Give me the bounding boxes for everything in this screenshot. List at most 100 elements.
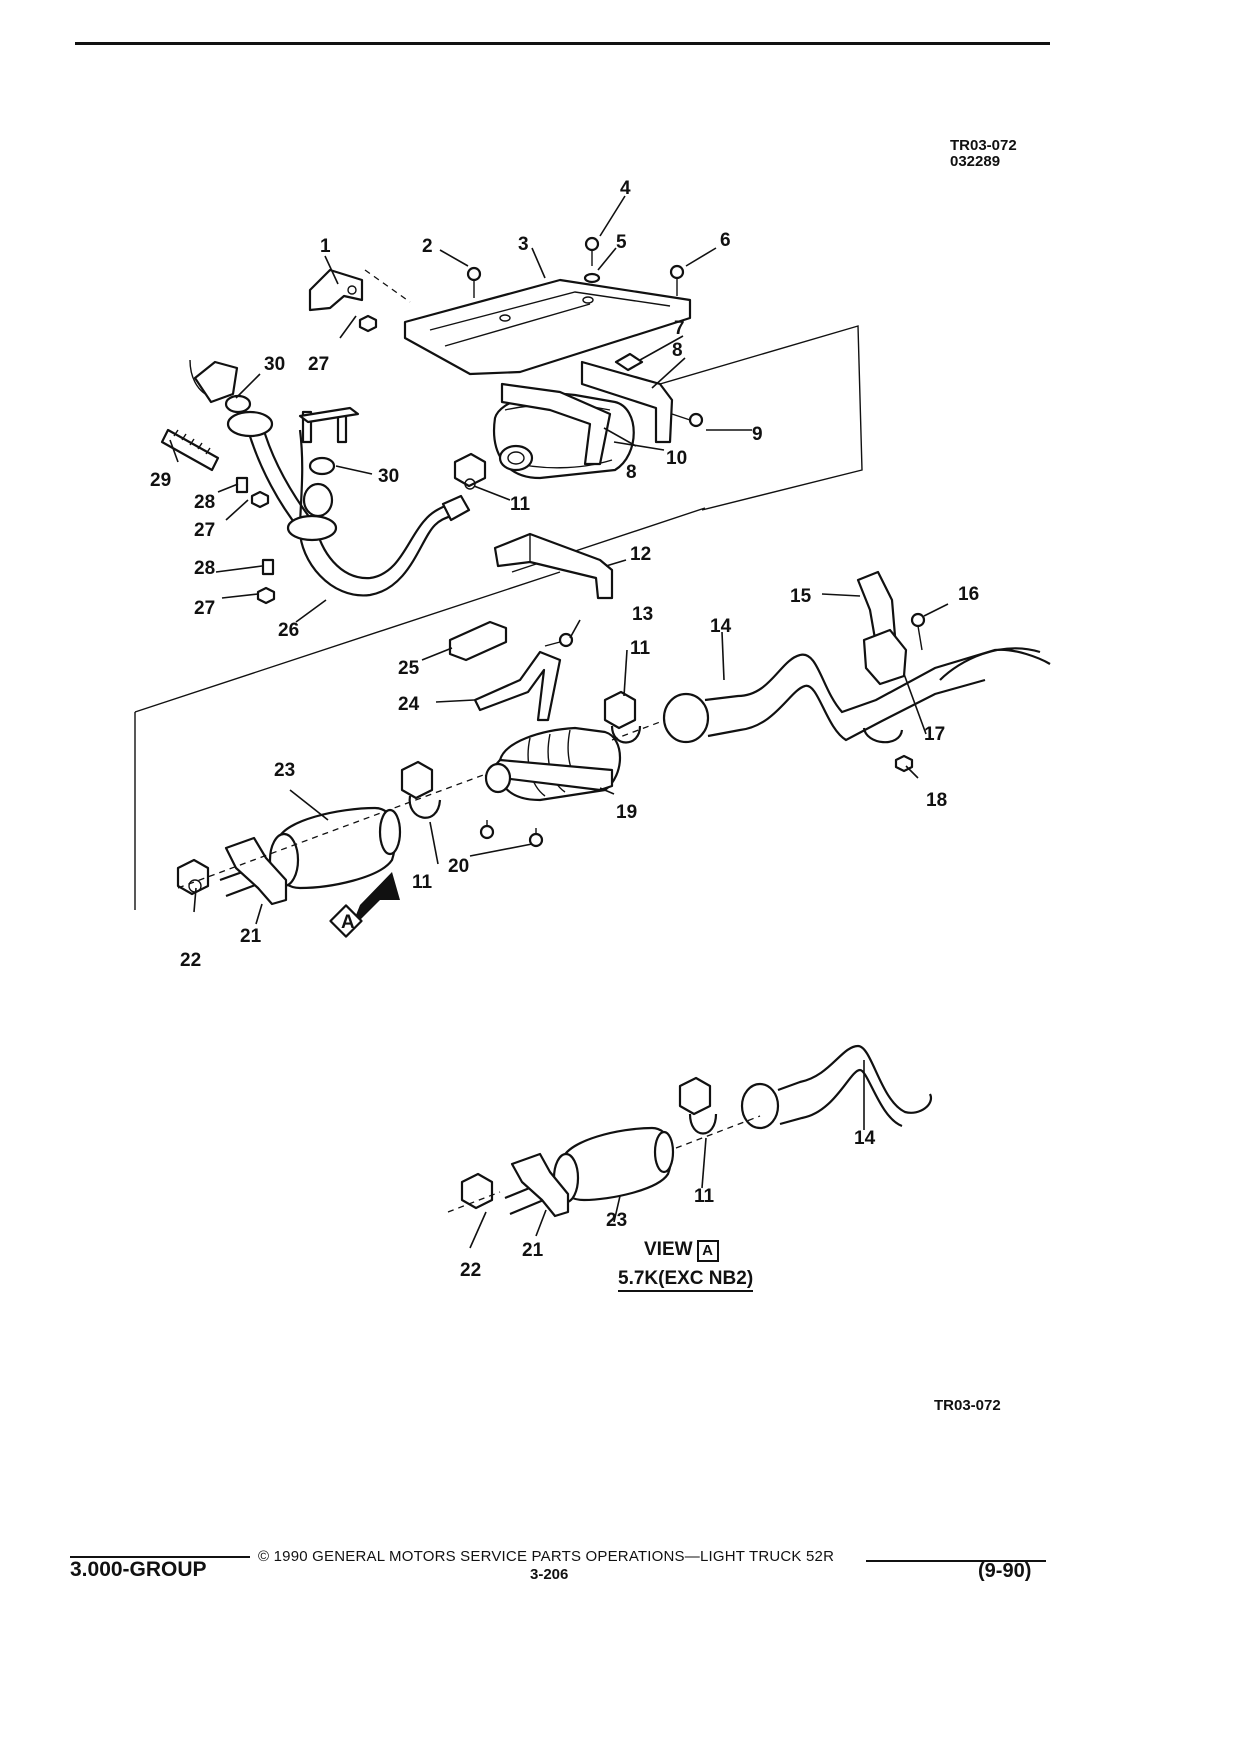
view-clamp-11 [678,1076,712,1116]
footer-date: (9-90) [978,1560,1032,1582]
nut-27-b [256,586,276,605]
callout-11b: 11 [630,638,651,659]
callout-5: 5 [616,232,627,253]
stud-28-a [235,476,249,494]
callout-6: 6 [720,230,731,251]
bolt-20-b [528,828,544,848]
arrow-letter: A [341,912,355,933]
view-a-detail: 14 11 23 21 22 [447,1044,933,1281]
bolt-13 [544,632,574,648]
callout-labels: 1 2 3 4 5 6 7 8 8 9 10 11 11 11 12 13 14… [150,178,979,971]
callout-3: 3 [518,234,529,255]
stud-28-b [261,558,275,576]
clamp-11-right [603,690,642,744]
callout-19: 19 [616,802,637,823]
callout-7: 7 [674,318,685,339]
view-hanger-21 [510,1152,570,1218]
footer-rule-left [70,1556,250,1558]
callout-13: 13 [632,604,653,625]
callout-8a: 8 [672,340,683,361]
callout-12: 12 [630,544,651,565]
pipe-14-inlet [662,692,710,744]
view-clamp-22 [460,1172,494,1210]
callout-22: 22 [180,950,201,971]
isolator-17 [862,628,908,686]
bolt-9 [671,412,704,428]
bolt-20-a [479,820,495,840]
y-pipe-26 [298,509,460,597]
footer-copyright: © 1990 GENERAL MOTORS SERVICE PARTS OPER… [258,1548,835,1565]
clip-7 [614,352,644,372]
bolt-4 [584,236,600,266]
view-callout-11: 11 [694,1186,715,1207]
callout-17: 17 [924,724,945,745]
clamp-11-mid [400,760,442,819]
flange-right [286,514,338,542]
bracket-25 [448,620,508,662]
seal-30-mid [308,456,336,476]
callout-26: 26 [278,620,299,641]
callout-18: 18 [926,790,947,811]
callout-10: 10 [666,448,687,469]
heat-shield-3 [403,278,692,376]
callout-28b: 28 [194,558,215,579]
hanger-8-left [500,382,612,466]
footer-rule-right [866,1560,1046,1562]
callout-4: 4 [620,178,631,199]
bolt-6 [669,264,685,296]
figure-code-top: TR03-072 032289 [950,138,1017,170]
gasket-29 [160,428,220,472]
figure-date: 032289 [950,153,1001,170]
leaders [169,195,949,925]
hanger-12 [493,532,614,600]
clamp-22 [176,858,210,896]
view-callout-22: 22 [460,1260,481,1281]
callout-21: 21 [240,926,262,947]
callout-23: 23 [274,760,295,781]
figure-code: TR03-072 [950,137,1017,154]
callout-2: 2 [422,236,433,257]
bolt-2 [466,266,482,298]
view-a-arrow: A [329,872,400,938]
footer-group: 3.000-GROUP [70,1558,207,1581]
callout-27c: 27 [194,598,215,619]
seal-30-upper [224,394,252,414]
nut-27-a [250,490,270,509]
figure-code-bottom: TR03-072 [934,1397,1001,1414]
flange-left [226,410,274,438]
callout-27a: 27 [308,354,329,375]
view-callout-23: 23 [606,1210,627,1231]
callout-9: 9 [752,424,763,445]
view-caption: 5.7K(EXC NB2) [618,1268,754,1292]
studs-top [298,406,360,444]
hanger-8-right [580,360,674,444]
view-label-text: VIEW [644,1239,693,1260]
callout-16: 16 [958,584,979,605]
bracket-24 [473,650,562,722]
clamp-11-upper [453,452,487,488]
callout-30b: 30 [378,466,399,487]
view-box-letter: A [696,1240,719,1262]
view-callout-21: 21 [522,1240,544,1261]
top-rule [75,42,1050,45]
hanger-21 [224,836,288,906]
bolt-16 [910,612,926,651]
callout-1: 1 [320,236,331,257]
callout-8b: 8 [626,462,637,483]
washer-5 [583,272,601,284]
callout-25: 25 [398,658,420,679]
callout-27b: 27 [194,520,215,541]
callout-24: 24 [398,694,420,715]
callout-11a: 11 [510,494,531,515]
footer-page-number: 3-206 [530,1566,569,1583]
bracket-1 [308,268,364,312]
intermediate-pipe-14 [704,648,1051,714]
callout-29: 29 [150,470,171,491]
callout-15: 15 [790,586,812,607]
callout-11c: 11 [412,872,433,893]
nut-27-top [358,314,378,333]
callout-14: 14 [710,616,732,637]
callout-28a: 28 [194,492,215,513]
